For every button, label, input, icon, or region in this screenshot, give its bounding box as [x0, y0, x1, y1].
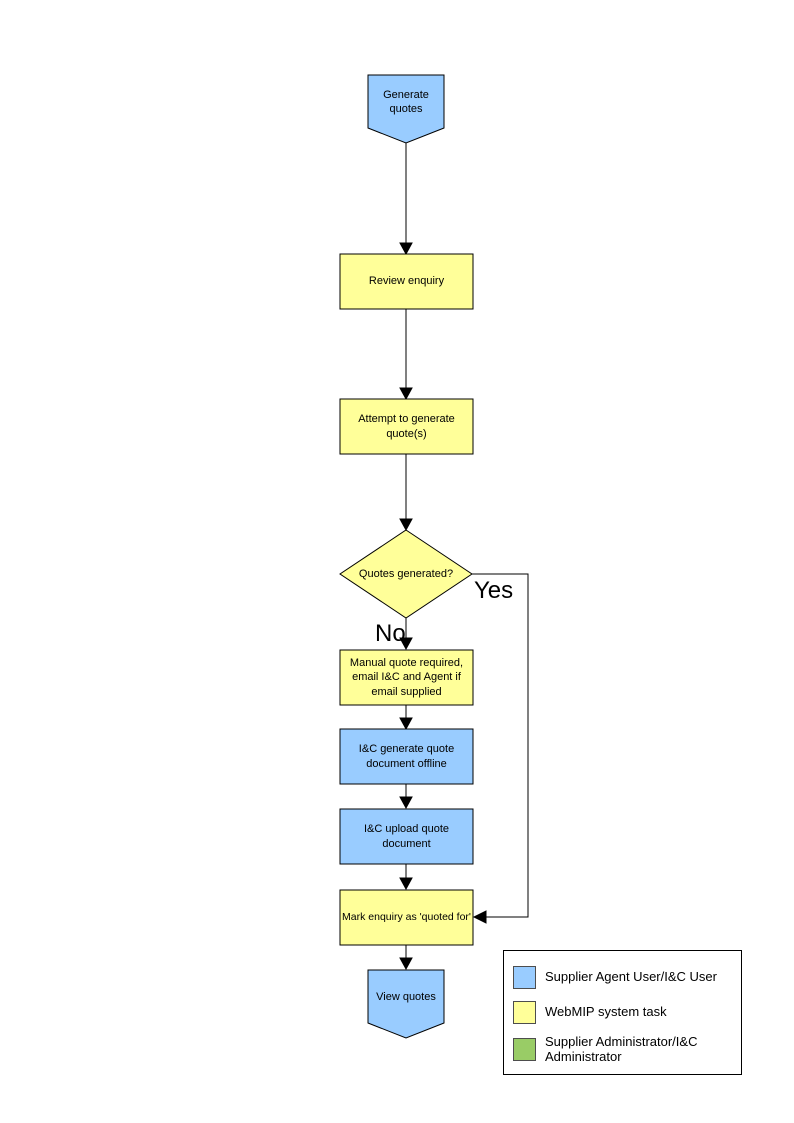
arrowhead-upload-mark	[399, 877, 413, 891]
decision-diamond-shape	[339, 529, 473, 619]
arrowhead-decision-manual	[399, 637, 413, 651]
legend-item-agent-user: Supplier Agent User/I&C User	[513, 966, 737, 989]
start-terminator-shape	[367, 74, 445, 144]
legend-item-admin: Supplier Administrator/I&C Administrator	[513, 1034, 737, 1065]
arrowhead-manual-offline	[399, 717, 413, 731]
mark-task-shape	[339, 889, 474, 946]
arrowhead-mark-end	[399, 957, 413, 971]
admin-swatch	[513, 1038, 536, 1062]
no-branch-label: No	[375, 620, 406, 647]
manual-task-shape	[339, 649, 474, 706]
arrowhead-review-attempt	[399, 387, 413, 401]
legend-box: Supplier Agent User/I&C User WebMIP syst…	[503, 950, 742, 1075]
attempt-task-shape	[339, 398, 474, 455]
arrowhead-start-review	[399, 242, 413, 256]
connectors	[399, 143, 529, 971]
offline-task-label: I&C generate quote document offline	[358, 743, 455, 770]
review-task-shape	[339, 253, 474, 310]
start-terminator-label: Generate quotes	[383, 88, 429, 115]
offline-task-shape	[339, 728, 474, 785]
end-terminator-label: View quotes	[376, 990, 436, 1003]
manual-task-label: Manual quote required, email I&C and Age…	[349, 657, 464, 698]
arrowhead-attempt-decision	[399, 518, 413, 532]
connector-decision-mark-yes	[472, 573, 529, 918]
arrowhead-decision-mark	[472, 910, 487, 924]
arrowhead-offline-upload	[399, 796, 413, 810]
yes-branch-label: Yes	[474, 577, 514, 604]
attempt-task-label: Attempt to generate quote(s)	[358, 413, 455, 440]
legend-item-label: WebMIP system task	[545, 1004, 667, 1020]
agent-user-swatch	[513, 966, 536, 989]
mark-task-label: Mark enquiry as 'quoted for'	[342, 910, 471, 923]
upload-task-label: I&C upload quote document	[363, 823, 449, 850]
system-task-swatch	[513, 1001, 536, 1024]
legend-item-label: Supplier Agent User/I&C User	[545, 969, 717, 985]
end-terminator-shape	[367, 969, 445, 1039]
review-task-label: Review enquiry	[368, 275, 445, 288]
legend-item-system-task: WebMIP system task	[513, 1001, 737, 1024]
upload-task-shape	[339, 808, 474, 865]
legend-item-label: Supplier Administrator/I&C Administrator	[545, 1034, 698, 1064]
decision-diamond-label: Quotes generated?	[358, 567, 454, 580]
